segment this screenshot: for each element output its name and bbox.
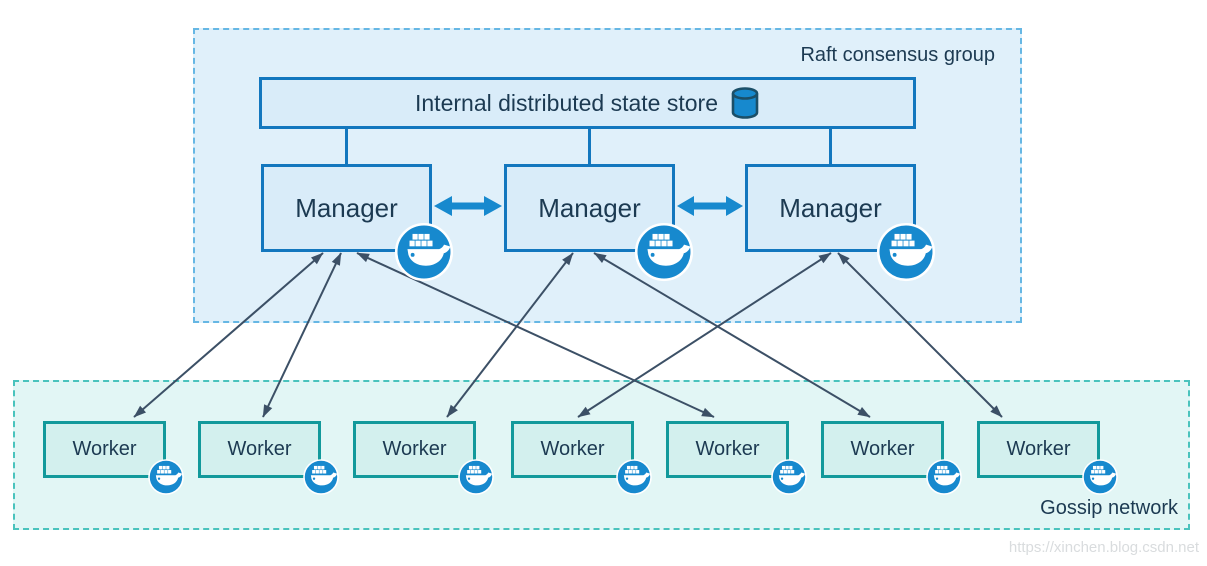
worker-1-box: Worker <box>43 421 166 478</box>
worker-5-box: Worker <box>666 421 789 478</box>
worker-4-box: Worker <box>511 421 634 478</box>
database-cylinder-icon <box>731 87 759 119</box>
worker-7-box: Worker <box>977 421 1100 478</box>
state-store-label: Internal distributed state store <box>415 89 718 116</box>
manager-peer-arrows <box>434 196 743 216</box>
worker-6-box: Worker <box>821 421 944 478</box>
manager-2-label: Manager <box>538 192 641 223</box>
worker-7-label: Worker <box>1006 438 1071 460</box>
worker-4-label: Worker <box>540 438 605 460</box>
worker-3-box: Worker <box>353 421 476 478</box>
docker-icon <box>633 221 695 283</box>
docker-icon <box>302 458 340 496</box>
store-manager-connectors <box>345 128 832 165</box>
raft-group-label: Raft consensus group <box>800 44 995 66</box>
manager-3-label: Manager <box>779 192 882 223</box>
docker-icon <box>925 458 963 496</box>
worker-2-label: Worker <box>227 438 292 460</box>
worker-3-label: Worker <box>382 438 447 460</box>
docker-icon <box>615 458 653 496</box>
watermark-url: https://xinchen.blog.csdn.net <box>1008 539 1199 556</box>
worker-5-label: Worker <box>695 438 760 460</box>
gossip-network-label: Gossip network <box>1040 497 1178 519</box>
manager-worker-arrows <box>133 252 1003 418</box>
state-store-box: Internal distributed state store <box>259 77 916 129</box>
docker-icon <box>393 221 455 283</box>
docker-icon <box>875 221 937 283</box>
worker-1-label: Worker <box>72 438 137 460</box>
docker-icon <box>770 458 808 496</box>
worker-2-box: Worker <box>198 421 321 478</box>
docker-icon <box>1081 458 1119 496</box>
docker-icon <box>147 458 185 496</box>
manager-1-label: Manager <box>295 192 398 223</box>
worker-6-label: Worker <box>850 438 915 460</box>
docker-icon <box>457 458 495 496</box>
